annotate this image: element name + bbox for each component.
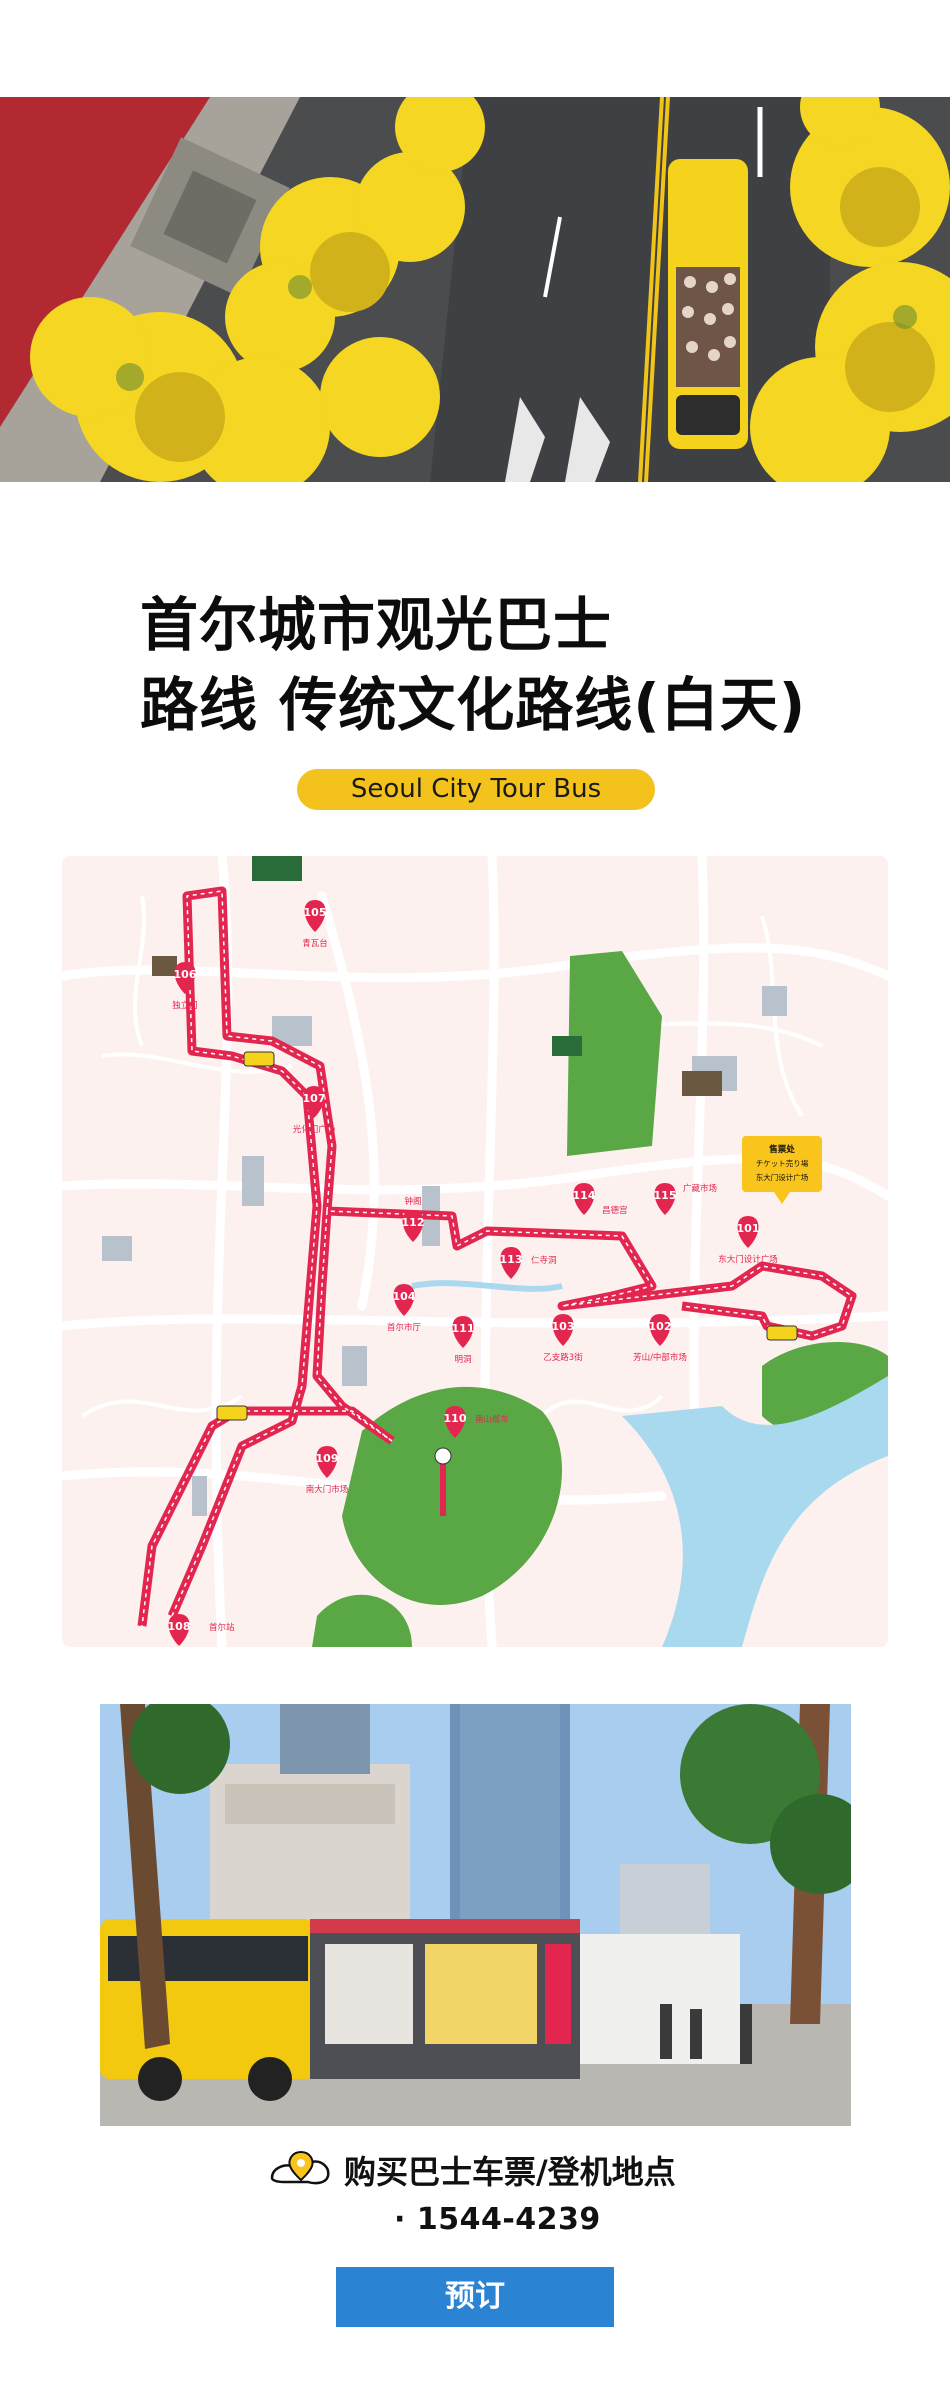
ticket-office-callout: 售票处 チケット売り場 东大门设计广场 <box>742 1136 822 1204</box>
route-map: 售票处 チケット売り場 东大门设计广场 101 东大门设计广场 102 芳山/中… <box>62 856 888 1647</box>
stop-marker-107: 107 光化门广场 <box>293 1086 336 1135</box>
stop-marker-102: 102 芳山/中部市场 <box>633 1314 687 1363</box>
stop-label: 青瓦台 <box>302 938 328 949</box>
stop-num: 108 <box>168 1620 191 1633</box>
stop-num: 114 <box>573 1189 596 1202</box>
stop-marker-109: 109 南大门市场 <box>306 1446 349 1495</box>
stop-num: 115 <box>654 1189 677 1202</box>
page-title: 首尔城市观光巴士 路线 传统文化路线(白天) <box>140 585 806 745</box>
stop-num: 101 <box>737 1222 760 1235</box>
stop-marker-115: 115 广藏市场 <box>654 1183 717 1215</box>
title-line-1: 首尔城市观光巴士 <box>140 591 613 659</box>
stop-label: 乙支路3街 <box>543 1352 583 1363</box>
ticket-pin-icon <box>270 2150 330 2185</box>
stop-marker-112: 112 钟阁 <box>402 1196 425 1242</box>
stop-label: 仁寺洞 <box>531 1255 557 1266</box>
tour-bus-aerial-illustration <box>0 97 950 482</box>
stop-label: 钟阁 <box>404 1196 421 1207</box>
stop-label: 芳山/中部市场 <box>633 1352 687 1363</box>
stop-num: 106 <box>174 968 197 981</box>
stop-num: 107 <box>303 1092 326 1105</box>
stop-num: 103 <box>552 1320 575 1333</box>
boarding-station-illustration <box>100 1704 851 2126</box>
stop-num: 111 <box>452 1322 475 1335</box>
boarding-station-photo <box>100 1704 851 2126</box>
ticket-purchase-text: 购买巴士车票/登机地点 <box>344 2153 676 2191</box>
stop-label: 首尔站 <box>209 1622 235 1633</box>
stop-label: 昌德宫 <box>602 1205 628 1216</box>
ticket-office-title: 售票处 <box>768 1144 795 1155</box>
stop-marker-103: 103 乙支路3街 <box>543 1314 583 1363</box>
stop-num: 112 <box>402 1216 425 1229</box>
stop-marker-108: 108 首尔站 <box>168 1614 235 1646</box>
route-map-illustration: 售票处 チケット売り場 东大门设计广场 101 东大门设计广场 102 芳山/中… <box>62 856 888 1647</box>
stop-label: 东大门设计广场 <box>718 1254 778 1265</box>
stop-label: 首尔市厅 <box>387 1322 422 1333</box>
stop-label: 广藏市场 <box>683 1183 717 1194</box>
stop-marker-114: 114 昌德宫 <box>573 1183 628 1216</box>
stop-label: 南大门市场 <box>306 1484 349 1495</box>
book-button[interactable]: 预订 <box>336 2267 614 2327</box>
stop-marker-111: 111 明洞 <box>452 1316 475 1365</box>
stop-marker-110: 110 南山缆车 <box>444 1406 509 1438</box>
ticket-purchase-info: 购买巴士车票/登机地点 <box>268 2148 676 2192</box>
stop-marker-105: 105 青瓦台 <box>302 900 328 949</box>
stop-num: 102 <box>649 1320 672 1333</box>
stop-marker-106: 106 独立门 <box>172 962 198 1011</box>
subtitle-badge: Seoul City Tour Bus <box>297 769 655 810</box>
stop-label: 南山缆车 <box>475 1414 509 1425</box>
stop-label: 光化门广场 <box>293 1124 336 1135</box>
ticket-office-place: 东大门设计广场 <box>756 1172 809 1182</box>
stop-marker-101: 101 东大门设计广场 <box>718 1216 778 1265</box>
title-line-2: 路线 传统文化路线(白天) <box>140 671 807 739</box>
hero-photo <box>0 97 950 482</box>
stop-label: 独立门 <box>172 1000 198 1011</box>
stop-num: 105 <box>304 906 327 919</box>
stop-num: 110 <box>444 1412 467 1425</box>
stop-num: 113 <box>500 1253 523 1266</box>
stop-marker-104: 104 首尔市厅 <box>387 1284 422 1333</box>
stop-label: 明洞 <box>454 1354 471 1365</box>
stop-num: 104 <box>393 1290 416 1303</box>
phone-number: · 1544-4239 <box>394 2202 601 2237</box>
stop-marker-113: 113 仁寺洞 <box>500 1247 557 1279</box>
n-seoul-tower-icon <box>434 1447 452 1516</box>
stop-num: 109 <box>316 1452 339 1465</box>
ticket-office-jp: チケット売り場 <box>756 1158 809 1168</box>
